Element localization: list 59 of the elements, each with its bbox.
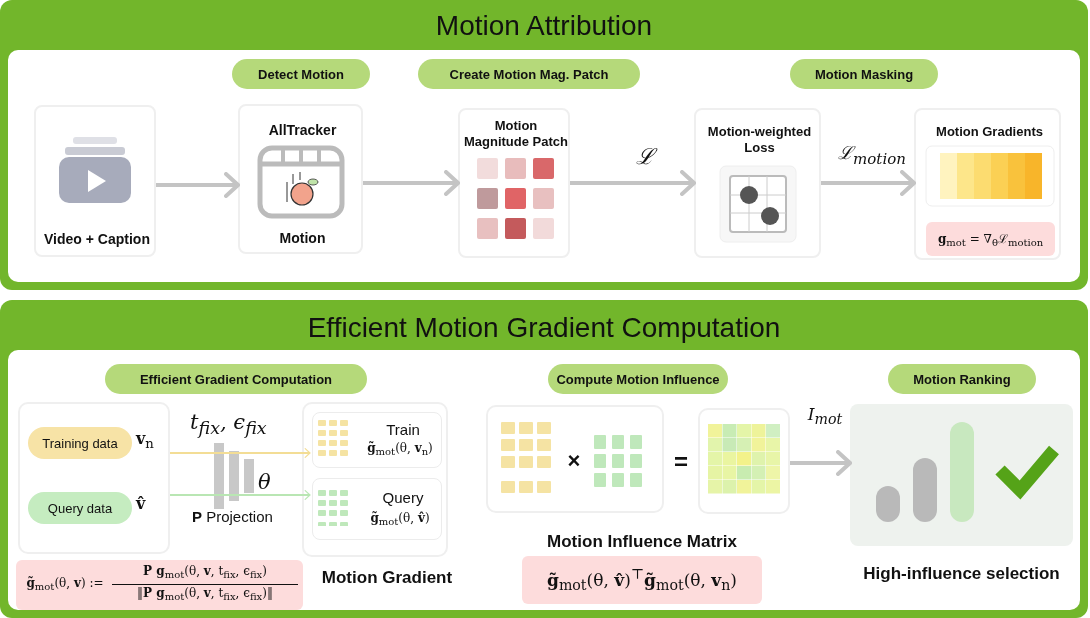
node-label: High-influence selection: [862, 564, 1061, 584]
math-label: t$_{fix}$, ϵ$_{fix}$: [190, 410, 268, 439]
card-title: Video + Caption: [43, 231, 151, 249]
card-title: Motion Gradients: [935, 124, 1044, 141]
card-title: Query: [381, 489, 425, 508]
variable-symbol: v$_{n}$: [136, 429, 155, 452]
formula: g̃$_{mot}$(θ, v) :=: [25, 576, 105, 594]
step-pill: [548, 364, 728, 394]
section-title: Efficient Motion Gradient Computation: [306, 311, 782, 345]
card-title: Motion: [278, 230, 327, 248]
node-label: Motion Gradient: [320, 568, 454, 588]
arrow: [169, 448, 311, 458]
output-card: [312, 412, 442, 468]
card-title: Motion-weighted Loss: [706, 124, 813, 157]
step-label: Motion Masking: [814, 66, 914, 82]
output-card: [312, 478, 442, 540]
formula-box: [522, 556, 762, 604]
step-pill: [790, 59, 938, 89]
step-pill: [105, 364, 367, 394]
arrow: [821, 170, 916, 196]
arrow: [169, 490, 311, 500]
process-card: [18, 402, 170, 554]
section-panel: [0, 300, 1088, 618]
arrow: [156, 172, 240, 198]
formula: g̃$_{mot}$(θ, v$_{n}$): [366, 441, 434, 459]
formula: ‖P g$_{mot}$(θ, v, t$_{fix}$, ϵ$_{fix}$)‖: [136, 586, 274, 604]
step-label: Create Motion Mag. Patch: [449, 66, 609, 82]
step-pill: [418, 59, 640, 89]
formula: g̃$_{mot}$(θ, v̂): [369, 511, 431, 529]
node-label: Motion Influence Matrix: [546, 532, 738, 552]
data-pill: [28, 492, 132, 524]
step-label: Motion Ranking: [913, 371, 1011, 387]
card-title: Train: [385, 421, 421, 440]
operator-symbol: =: [673, 448, 689, 476]
arrow: [570, 170, 696, 196]
card-title: AllTracker: [267, 122, 338, 140]
formula: P g$_{mot}$(θ, v, t$_{fix}$, ϵ$_{fix}$): [112, 564, 298, 585]
step-pill: [888, 364, 1036, 394]
step-label: Compute Motion Influence: [556, 371, 720, 387]
projection-label: P Projection: [192, 508, 274, 525]
variable-symbol: v̂: [136, 494, 147, 513]
section-panel: [0, 0, 1088, 290]
data-pill: [28, 427, 132, 459]
section-title: Motion Attribution: [434, 9, 654, 43]
formula: g̃$_{mot}$(θ, v̂)$^{⊤}$g̃$_{mot}$(θ, v$_{n}$): [547, 566, 737, 594]
step-label: Detect Motion: [258, 66, 344, 82]
step-label: Efficient Gradient Computation: [139, 371, 333, 387]
process-card: [302, 402, 448, 557]
formula-box: [16, 560, 303, 610]
data-label: Query data: [47, 500, 113, 516]
card-title: Motion Magnitude Patch: [463, 118, 569, 151]
data-label: Training data: [42, 435, 118, 451]
math-label: θ: [258, 470, 272, 494]
step-pill: [232, 59, 370, 89]
operator-symbol: ×: [566, 448, 582, 474]
arrow: [363, 170, 460, 196]
formula: g$_{mot}$ = ∇$_{θ}$ℒ$_{motion}$: [937, 230, 1044, 249]
arrow: [790, 450, 852, 476]
formula-box: [926, 222, 1055, 256]
